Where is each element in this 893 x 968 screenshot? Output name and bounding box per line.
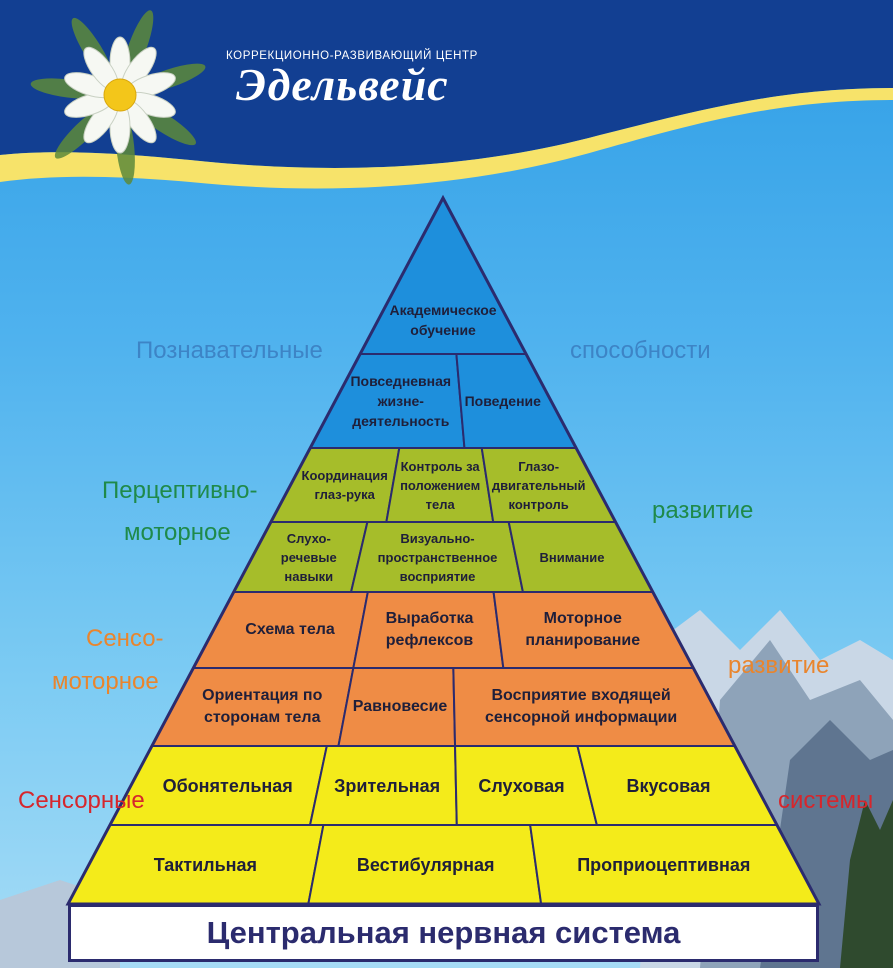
pyramid-cell-label: Поведение	[464, 393, 541, 409]
pyramid-cell-label: Вестибулярная	[356, 854, 495, 875]
pyramid-cell-label: Моторное планирование	[525, 610, 641, 649]
pyramid-cell-label: Слухо-речевые навыки	[280, 530, 337, 584]
base-central-nervous-system: Центральная нервная система	[68, 904, 819, 962]
pyramid-cell-label: Академическое обучение	[389, 302, 497, 338]
label-perceptual-right: развитие	[652, 497, 754, 524]
pyramid-cell-label: Ориентация по сторонам тела	[202, 687, 323, 726]
label-cognitive-right: способности	[570, 337, 711, 364]
edelweiss-flower-icon	[30, 10, 206, 185]
pyramid-cell-label: Схема тела	[245, 621, 335, 638]
brand-name: Эдельвейс	[236, 59, 449, 110]
pyramid-cell-label: Координация глаз-рука	[301, 468, 388, 502]
pyramid-cell-label: Внимание	[539, 549, 605, 565]
pyramid-cell-label: Обонятельная	[162, 775, 293, 796]
brand-subtitle: КОРРЕКЦИОННО-РАЗВИВАЮЩИЙ ЦЕНТР	[226, 50, 478, 62]
label-cognitive-left: Познавательные	[136, 337, 323, 364]
label-sensorimotor-left-2: моторное	[52, 668, 159, 695]
label-sensorimotor-left-1: Сенсо-	[86, 625, 164, 652]
pyramid-cell-label: Равновесие	[352, 698, 448, 715]
pyramid-cell-label: Контроль за положением тела	[400, 458, 481, 512]
pyramid	[65, 194, 822, 906]
pyramid-cell-label: Проприоцептивная	[577, 854, 751, 875]
label-sensorimotor-right: развитие	[728, 652, 830, 679]
pyramid-cell-label: Слуховая	[478, 775, 565, 796]
pyramid-cell-label: Глазо- двигательный контроль	[491, 458, 586, 512]
pyramid-cell-label: Тактильная	[153, 854, 258, 875]
pyramid-cell-label: Визуально- пространственное восприятие	[377, 530, 498, 584]
label-sensory-right: системы	[778, 787, 874, 814]
label-sensory-left: Сенсорные	[18, 787, 145, 814]
pyramid-cell-label: Выработка рефлексов	[385, 610, 474, 649]
label-perceptual-left-2: моторное	[124, 519, 231, 546]
pyramid-cell-label: Вкусовая	[626, 775, 711, 796]
label-perceptual-left-1: Перцептивно-	[102, 477, 258, 504]
pyramid-cell-label: Восприятие входящей сенсорной информации	[484, 687, 678, 726]
header-band	[0, 0, 893, 189]
pyramid-cell-label: Зрительная	[334, 775, 441, 796]
pyramid-cell-label: Повседневная жизне- деятельность	[350, 373, 452, 429]
